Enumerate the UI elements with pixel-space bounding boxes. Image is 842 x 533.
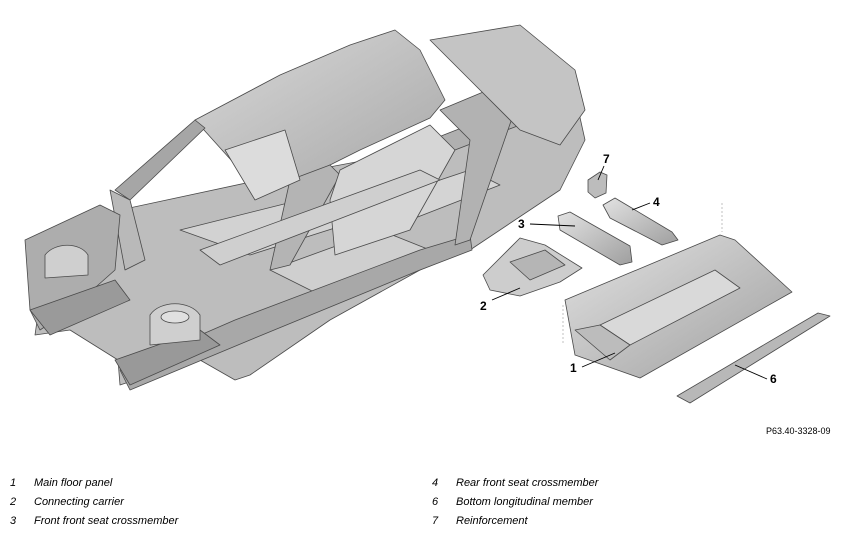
legend-item: 2 Connecting carrier	[10, 493, 178, 512]
legend-number: 6	[432, 496, 439, 508]
legend-text: Reinforcement	[456, 515, 528, 527]
callout-7: 7	[603, 152, 610, 166]
legend-number: 7	[432, 515, 439, 527]
legend-right-column: 4 Rear front seat crossmember 6 Bottom lon…	[432, 474, 598, 531]
legend-item: 7 Reinforcement	[432, 512, 598, 531]
callout-4: 4	[653, 195, 660, 209]
legend-left-column: 1 Main floor panel 2 Connecting carrier 3 F…	[10, 474, 178, 531]
legend-text: Connecting carrier	[34, 496, 124, 508]
legend-text: Main floor panel	[34, 477, 113, 489]
legend-item: 6 Bottom longitudinal member	[432, 493, 598, 512]
callout-labels: 7 4 3 2 1 6	[480, 152, 777, 386]
part-reinforcement	[587, 171, 608, 199]
exploded-parts	[482, 171, 831, 404]
callout-1: 1	[570, 361, 577, 375]
shell-left-sill	[119, 234, 473, 391]
legend-number: 1	[10, 477, 17, 489]
part-front-front-seat-crossmember	[557, 211, 633, 266]
legend-item: 3 Front front seat crossmember	[10, 512, 178, 531]
legend-item: 1 Main floor panel	[10, 474, 178, 493]
legend-number: 4	[432, 477, 439, 489]
legend-text: Rear front seat crossmember	[456, 477, 599, 489]
legend-item: 4 Rear front seat crossmember	[432, 474, 598, 493]
part-rear-front-seat-crossmember	[602, 197, 679, 246]
part-bottom-longitudinal-member	[676, 312, 831, 404]
legend-number: 3	[10, 515, 17, 527]
figure-reference-code: P63.40-3328-09	[766, 426, 831, 436]
vehicle-body-shell	[24, 24, 586, 391]
callout-2: 2	[480, 299, 487, 313]
callout-leaders	[491, 165, 768, 380]
legend-text: Front front seat crossmember	[34, 515, 179, 527]
alignment-lines	[562, 203, 723, 345]
car-body-diagram: 7 4 3 2 1 6	[24, 24, 831, 404]
callout-3: 3	[518, 217, 525, 231]
legend-text: Bottom longitudinal member	[456, 496, 593, 508]
callout-6: 6	[770, 372, 777, 386]
legend-number: 2	[10, 496, 17, 508]
